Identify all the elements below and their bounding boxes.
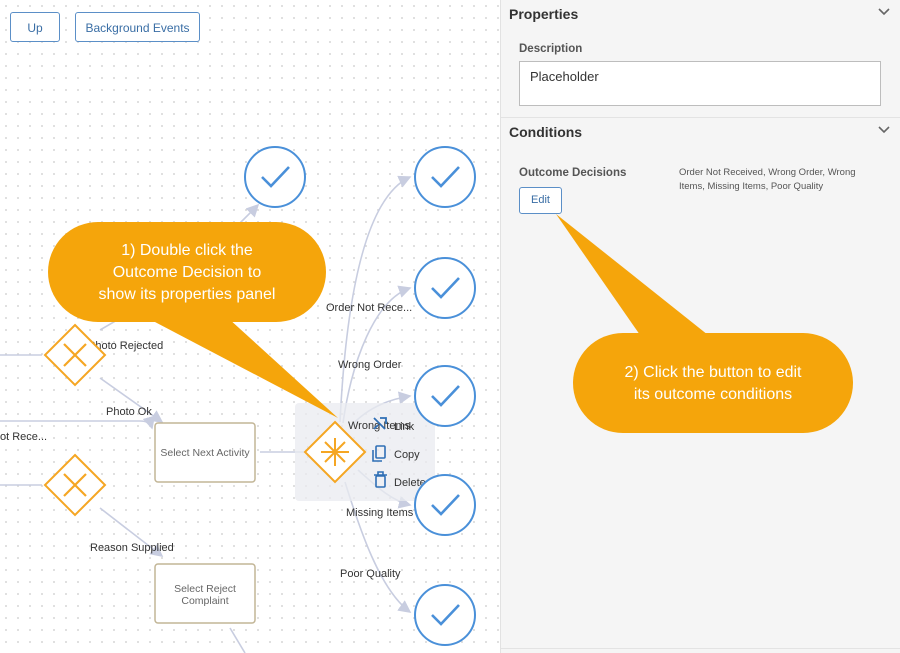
- edge-label-wrong-order: Wrong Order: [338, 359, 402, 371]
- properties-title: Properties: [509, 6, 579, 22]
- context-link-label: Link: [394, 421, 415, 433]
- activity-label: Select Reject: [174, 583, 236, 595]
- chevron-down-icon[interactable]: [877, 122, 891, 136]
- activity-label: Complaint: [181, 595, 228, 607]
- edge-label-missing-items: Missing Items: [346, 507, 414, 519]
- end-event[interactable]: [244, 146, 306, 208]
- end-event[interactable]: [414, 146, 476, 208]
- check-icon: [431, 604, 460, 626]
- end-event[interactable]: [414, 257, 476, 319]
- edge-label-wrong-items: Wrong Items: [348, 420, 411, 432]
- divider: [501, 117, 900, 118]
- context-delete-label: Delete: [394, 477, 426, 489]
- gateway-reason-check[interactable]: [43, 453, 107, 517]
- edge-label-order-not-received: Order Not Rece...: [326, 302, 412, 314]
- check-icon: [261, 166, 290, 188]
- connector: [99, 377, 164, 423]
- divider: [501, 648, 900, 649]
- check-icon: [431, 385, 460, 407]
- connector: [339, 175, 412, 423]
- copy-icon: [372, 445, 386, 462]
- description-field[interactable]: Placeholder: [519, 61, 881, 106]
- connector: [99, 203, 260, 331]
- check-icon: [431, 166, 460, 188]
- properties-panel: Properties Description Placeholder Condi…: [500, 0, 900, 653]
- connector: [342, 285, 412, 424]
- background-events-button[interactable]: Background Events: [75, 12, 200, 42]
- edge-label-poor-quality: Poor Quality: [340, 568, 401, 580]
- check-icon: [431, 277, 460, 299]
- end-event[interactable]: [414, 365, 476, 427]
- edit-conditions-button[interactable]: Edit: [519, 187, 562, 214]
- activity-select-next[interactable]: Select Next Activity: [154, 422, 256, 483]
- properties-section-header[interactable]: Properties: [501, 0, 900, 28]
- link-icon: [373, 417, 387, 430]
- connector: [0, 415, 156, 430]
- context-copy-label: Copy: [394, 449, 420, 461]
- outcome-decision-gateway[interactable]: [303, 420, 367, 484]
- end-event[interactable]: [414, 584, 476, 646]
- check-icon: [431, 494, 460, 516]
- edge-label-not-received: ot Rece...: [0, 431, 47, 443]
- outcome-decisions-value: Order Not Received, Wrong Order, Wrong I…: [679, 167, 856, 192]
- context-link[interactable]: Link: [373, 417, 415, 433]
- up-button[interactable]: Up: [10, 12, 60, 42]
- activity-select-reject-complaint[interactable]: Select Reject Complaint: [154, 563, 256, 624]
- context-delete[interactable]: Delete: [374, 471, 426, 489]
- trash-icon: [374, 471, 387, 488]
- chevron-down-icon[interactable]: [877, 4, 891, 18]
- conditions-title: Conditions: [509, 124, 583, 140]
- context-copy[interactable]: Copy: [372, 445, 420, 462]
- end-event[interactable]: [414, 474, 476, 536]
- edge-label-photo-rejected: Photo Rejected: [88, 340, 163, 352]
- connector: [99, 507, 164, 557]
- description-label: Description: [519, 43, 583, 55]
- outcome-decisions-label: Outcome Decisions: [519, 167, 627, 179]
- activity-label: Select Next Activity: [160, 447, 250, 459]
- conditions-section-header[interactable]: Conditions: [501, 118, 900, 146]
- context-menu: Link Copy Delete: [372, 417, 426, 489]
- workflow-diagram: Photo Rejected Photo Ok ot Rece... Reaso…: [0, 146, 476, 653]
- edge-label-reason-supplied: Reason Supplied: [90, 542, 174, 554]
- gateway-photo-check[interactable]: [43, 323, 107, 387]
- workflow-canvas[interactable]: Up Background Events Photo Rejected Phot: [0, 0, 500, 653]
- edge-label-photo-ok: Photo Ok: [106, 406, 152, 418]
- connector: [229, 627, 246, 653]
